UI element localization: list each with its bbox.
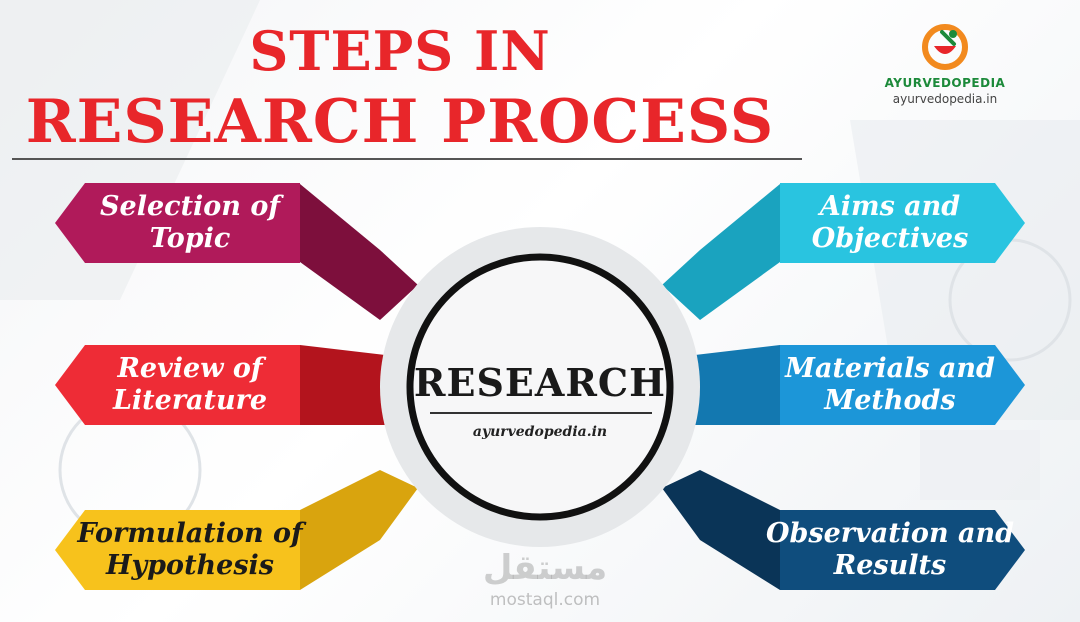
logo-url: ayurvedopedia.in — [892, 92, 998, 106]
title-divider — [12, 158, 802, 160]
step-1-connector — [300, 184, 418, 320]
step-4-connector — [662, 184, 780, 320]
step-formulation-of-hypothesis: Formulation of Hypothesis — [77, 518, 303, 581]
logo-brand-name: AYURVEDOPEDIA — [884, 76, 1006, 90]
center-divider — [430, 412, 652, 414]
step-selection-of-topic: Selection of Topic — [100, 191, 280, 254]
center-url: ayurvedopedia.in — [472, 424, 608, 440]
ayurvedopedia-logo: AYURVEDOPEDIA ayurvedopedia.in — [860, 22, 1030, 112]
page-title-line-1: STEPS IN — [249, 19, 551, 83]
step-3-connector — [300, 470, 418, 590]
watermark-latin: mostaql.com — [489, 590, 601, 610]
step-aims-and-objectives: Aims and Objectives — [811, 191, 969, 254]
center-label: RESEARCH — [413, 360, 667, 405]
step-6-connector — [662, 470, 780, 590]
mortar-pestle-icon — [922, 24, 968, 70]
step-materials-and-methods: Materials and Methods — [785, 353, 995, 416]
page-title-line-2: RESEARCH PROCESS — [25, 87, 775, 157]
watermark-arabic: مستقل — [482, 548, 608, 588]
step-review-of-literature: Review of Literature — [112, 353, 268, 416]
step-observation-and-results: Observation and Results — [766, 518, 1014, 581]
